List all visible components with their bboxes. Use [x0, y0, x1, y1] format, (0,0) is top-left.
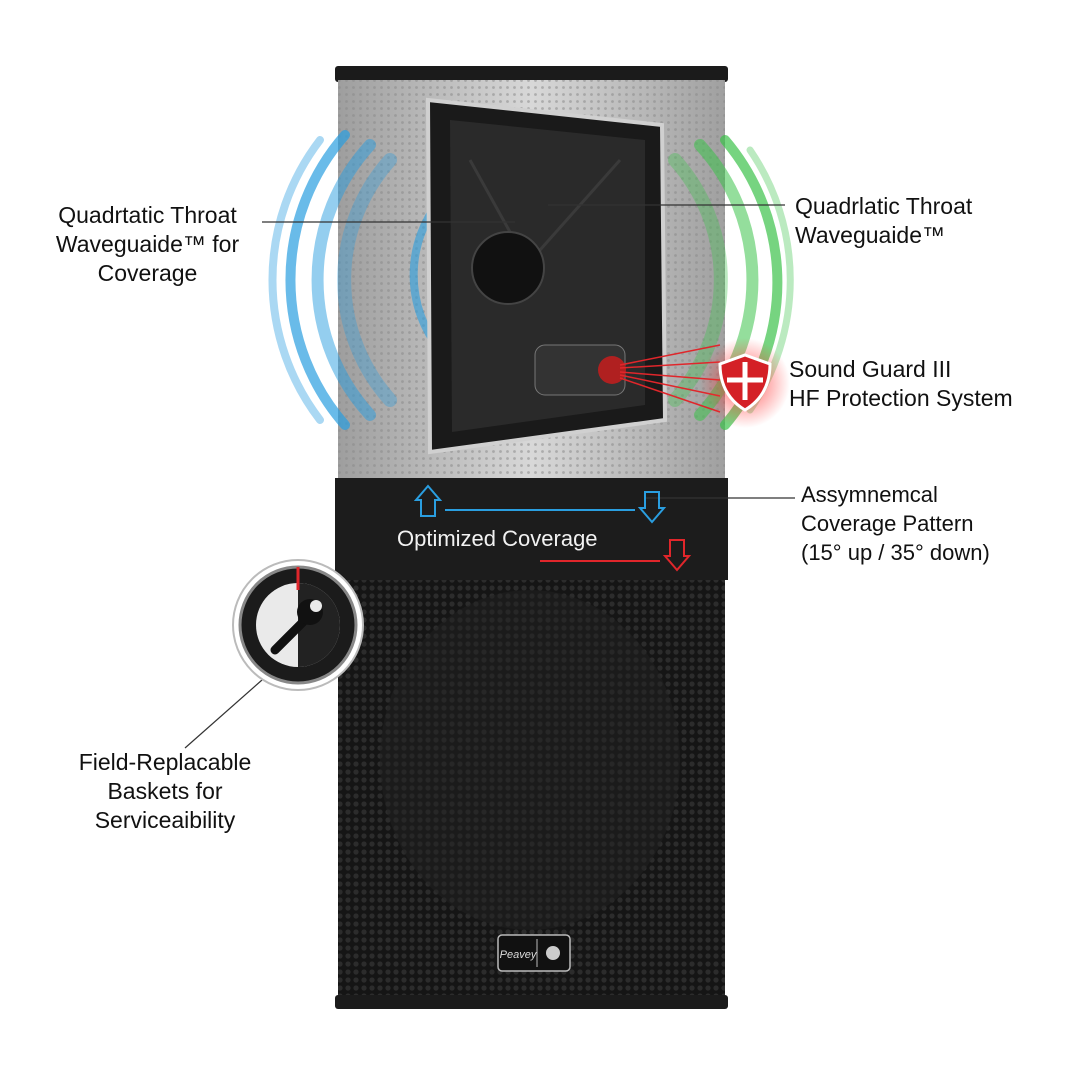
horn-waveguide [425, 97, 668, 455]
callout-text: Waveguaide™ for [55, 231, 240, 257]
callout-lines [184, 204, 795, 749]
callout-text: Coverage [97, 260, 198, 286]
callout-asymmetrical: Assymnemcal Coverage Pattern (15° up / 3… [801, 480, 990, 567]
callout-baskets: Field-Replacable Baskets for Serviceaibi… [50, 748, 280, 835]
callout-text: Coverage Pattern [801, 511, 974, 536]
callout-text: (15° up / 35° down) [801, 540, 990, 565]
optimized-coverage-label: Optimized Coverage [397, 526, 598, 551]
callout-text: Waveguaide™ [795, 222, 946, 248]
callout-right-waveguide: Quadrlatic Throat Waveguaide™ [795, 192, 972, 250]
shield-icon [718, 353, 772, 412]
peavey-logo-badge: Peavey [497, 934, 571, 972]
svg-text:Peavey: Peavey [500, 949, 538, 961]
callout-text: Quadrtatic Throat [58, 202, 237, 228]
callout-text: HF Protection System [789, 385, 1013, 411]
coverage-arrows [413, 484, 692, 572]
callout-text: Assymnemcal [801, 482, 938, 507]
callout-text: Serviceaibility [94, 807, 236, 833]
callout-text: Quadrlatic Throat [795, 193, 973, 219]
wrench-icon [232, 559, 364, 691]
callout-text: Sound Guard III [789, 356, 952, 382]
callout-left-waveguide: Quadrtatic Throat Waveguaide™ for Covera… [30, 201, 265, 288]
callout-text: Baskets for [107, 778, 223, 804]
callout-text: Field-Replacable [78, 749, 252, 775]
callout-sound-guard: Sound Guard III HF Protection System [789, 355, 1013, 413]
